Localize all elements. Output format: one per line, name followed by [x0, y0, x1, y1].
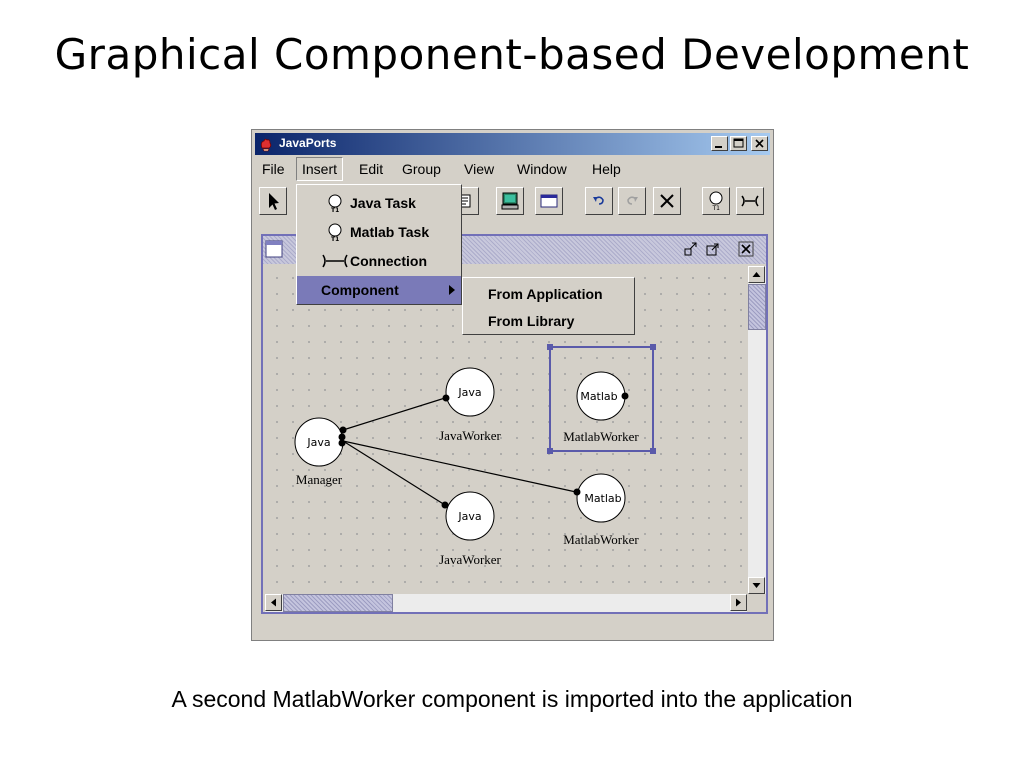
undo-icon[interactable]: [585, 187, 613, 215]
slide-title: Graphical Component-based Development: [54, 30, 970, 79]
insert-component[interactable]: Component: [297, 276, 461, 304]
menu-file[interactable]: File: [262, 161, 285, 177]
scroll-left-icon[interactable]: [265, 594, 282, 611]
task-icon: T1: [328, 194, 342, 214]
node-javaworker1-text: Java: [457, 386, 481, 399]
maximize-frame-icon[interactable]: [705, 241, 721, 257]
node-manager-label: Manager: [296, 472, 343, 487]
submenu-arrow-icon: [449, 285, 455, 295]
task-icon[interactable]: T1: [702, 187, 730, 215]
horizontal-scroll-thumb[interactable]: [283, 594, 393, 612]
menu-view[interactable]: View: [464, 161, 495, 177]
frame-icon: [265, 240, 283, 258]
iconify-icon[interactable]: [683, 241, 699, 257]
node-manager[interactable]: Java Manager: [294, 417, 347, 487]
node-matlabworker2[interactable]: Matlab MatlabWorker: [563, 473, 639, 547]
delete-icon[interactable]: [653, 187, 681, 215]
svg-text:T1: T1: [331, 236, 339, 243]
node-javaworker2[interactable]: Java JavaWorker: [439, 491, 502, 567]
selection-box: [549, 346, 654, 452]
node-javaworker1[interactable]: Java JavaWorker: [439, 367, 502, 443]
menu-insert[interactable]: Insert: [296, 157, 344, 181]
connection-manager-matlabworker2[interactable]: [342, 440, 577, 493]
minimize-icon[interactable]: [711, 136, 728, 151]
node-matlabworker2-text: Matlab: [584, 492, 621, 505]
node-javaworker2-text: Java: [457, 510, 481, 523]
scroll-up-icon[interactable]: [748, 266, 765, 283]
computer-icon[interactable]: [496, 187, 524, 215]
status-bar: [255, 620, 770, 638]
menu-bar: File Insert Edit Group View Window Help: [255, 157, 770, 181]
node-matlabworker1-label: MatlabWorker: [563, 429, 639, 444]
menu-help[interactable]: Help: [592, 161, 621, 177]
window-title: JavaPorts: [279, 136, 337, 150]
redo-icon[interactable]: [618, 187, 646, 215]
menu-edit[interactable]: Edit: [359, 161, 384, 177]
toolbar: T1: [255, 183, 770, 221]
menu-group[interactable]: Group: [402, 161, 441, 177]
scroll-down-icon[interactable]: [748, 577, 765, 594]
node-matlabworker1-text: Matlab: [580, 390, 617, 403]
node-matlabworker2-label: MatlabWorker: [563, 532, 639, 547]
node-matlabworker1[interactable]: Matlab MatlabWorker: [547, 344, 656, 454]
scroll-right-icon[interactable]: [730, 594, 747, 611]
maximize-icon[interactable]: [730, 136, 747, 151]
window-icon[interactable]: [535, 187, 563, 215]
insert-matlab-task[interactable]: T1 Matlab Task: [297, 218, 461, 246]
from-application-item[interactable]: From Application: [488, 286, 603, 302]
connection-icon[interactable]: [736, 187, 764, 215]
connection-icon: [322, 254, 348, 268]
node-javaworker1-label: JavaWorker: [439, 428, 501, 443]
from-library-item[interactable]: From Library: [488, 313, 575, 329]
close-icon[interactable]: [751, 136, 768, 151]
vertical-scrollbar[interactable]: [748, 266, 766, 594]
component-submenu: From Application From Library: [462, 277, 635, 335]
slide-caption: A second MatlabWorker component is impor…: [171, 686, 853, 712]
connection-manager-javaworker1[interactable]: [342, 397, 446, 431]
close-frame-icon[interactable]: [738, 241, 754, 257]
insert-menu: T1 Java Task T1 Matlab Task Connection C…: [296, 184, 462, 305]
vertical-scroll-thumb[interactable]: [748, 284, 766, 330]
pointer-icon[interactable]: [259, 187, 287, 215]
svg-text:T1: T1: [712, 205, 721, 212]
window-title-bar[interactable]: JavaPorts: [255, 133, 770, 155]
task-icon: T1: [328, 223, 342, 243]
insert-java-task[interactable]: T1 Java Task: [297, 189, 461, 217]
menu-window[interactable]: Window: [517, 161, 567, 177]
app-icon: [260, 138, 272, 152]
svg-text:T1: T1: [331, 207, 339, 214]
connection-manager-javaworker2[interactable]: [342, 440, 446, 506]
horizontal-scrollbar[interactable]: [265, 594, 747, 612]
insert-connection[interactable]: Connection: [297, 247, 461, 275]
node-javaworker2-label: JavaWorker: [439, 552, 501, 567]
node-manager-text: Java: [306, 436, 330, 449]
